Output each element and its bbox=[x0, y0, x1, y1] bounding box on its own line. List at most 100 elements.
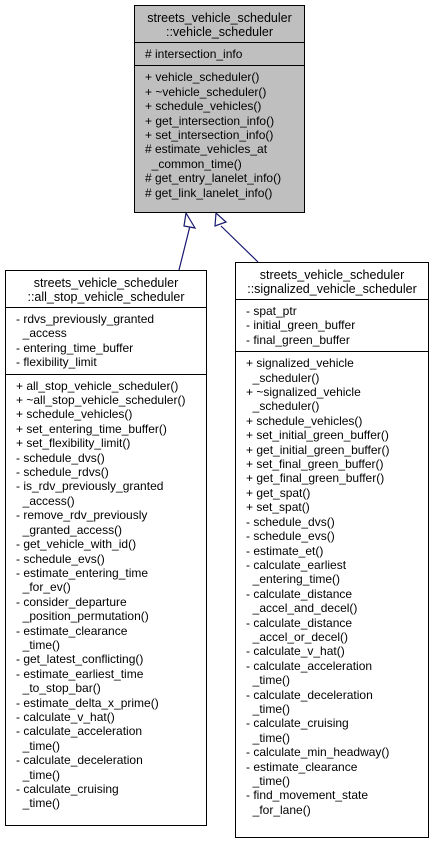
method: + set_intersection_info() bbox=[145, 128, 274, 143]
attribute-list: # intersection_info bbox=[135, 42, 304, 65]
attribute: - spat_ptr bbox=[246, 304, 297, 318]
class-namespace: streets_vehicle_scheduler bbox=[33, 276, 179, 290]
method: - find_movement_state bbox=[246, 788, 369, 803]
method: - estimate_earliest_time bbox=[16, 666, 144, 681]
method: - get_latest_conflicting() bbox=[16, 652, 144, 667]
method: _position_permutation() bbox=[16, 609, 149, 624]
method: # estimate_vehicles_at bbox=[145, 142, 268, 157]
method: _access() bbox=[16, 493, 75, 508]
method: _time() bbox=[246, 730, 291, 745]
method: _to_stop_bar() bbox=[16, 681, 101, 696]
method: # get_entry_lanelet_info() bbox=[145, 171, 282, 186]
method: - estimate_clearance bbox=[246, 759, 358, 774]
method-list: + signalized_vehicle _scheduler() + ~sig… bbox=[236, 351, 428, 821]
attribute: _access bbox=[16, 326, 67, 341]
method: + set_initial_green_buffer() bbox=[246, 428, 389, 443]
method: - is_rdv_previously_granted bbox=[16, 479, 164, 494]
method-list: + vehicle_scheduler() + ~vehicle_schedul… bbox=[135, 65, 304, 204]
method: + schedule_vehicles() bbox=[145, 99, 262, 114]
method: _for_ev() bbox=[16, 580, 71, 595]
method: _time() bbox=[16, 738, 61, 753]
attribute: - final_green_buffer bbox=[246, 332, 350, 347]
class-name: ::all_stop_vehicle_scheduler bbox=[27, 290, 185, 304]
class-vehicle-scheduler[interactable]: streets_vehicle_scheduler ::vehicle_sche… bbox=[134, 5, 305, 213]
method: _for_lane() bbox=[246, 802, 311, 817]
method: _granted_access() bbox=[16, 522, 123, 537]
method: + ~signalized_vehicle bbox=[246, 385, 361, 400]
edge-signalized-to-base bbox=[220, 225, 259, 263]
method: - calculate_cruising bbox=[246, 716, 349, 731]
method: _time() bbox=[246, 701, 291, 716]
attribute-list: - rdvs_previously_granted _access - ente… bbox=[6, 307, 206, 374]
method: _time() bbox=[246, 673, 291, 688]
method: # get_link_lanelet_info() bbox=[145, 185, 273, 200]
method: + set_spat() bbox=[246, 500, 310, 515]
method: - calculate_acceleration bbox=[246, 658, 373, 673]
method: - schedule_dvs() bbox=[16, 450, 105, 465]
method: + get_initial_green_buffer() bbox=[246, 442, 390, 457]
method: + ~all_stop_vehicle_scheduler() bbox=[16, 393, 186, 408]
method: _entering_time() bbox=[246, 572, 341, 587]
method: - consider_departure bbox=[16, 594, 127, 609]
method: _accel_and_decel() bbox=[246, 601, 358, 616]
attribute-list: - spat_ptr - initial_green_buffer - fina… bbox=[236, 299, 428, 351]
method: - estimate_delta_x_prime() bbox=[16, 695, 159, 710]
edge-all-stop-to-base bbox=[178, 225, 191, 271]
method: + signalized_vehicle bbox=[246, 356, 354, 371]
method: - schedule_evs() bbox=[246, 529, 335, 544]
method: + vehicle_scheduler() bbox=[145, 70, 260, 85]
method-list: + all_stop_vehicle_scheduler() + ~all_st… bbox=[6, 373, 206, 815]
method: _scheduler() bbox=[246, 399, 320, 414]
method: _time() bbox=[16, 767, 61, 782]
attribute: - rdvs_previously_granted bbox=[16, 312, 155, 326]
method: + set_flexibility_limit() bbox=[16, 436, 131, 451]
method: - get_vehicle_with_id() bbox=[16, 537, 137, 552]
method: - estimate_et() bbox=[246, 543, 324, 558]
method: + set_final_green_buffer() bbox=[246, 457, 384, 472]
method: + get_final_green_buffer() bbox=[246, 471, 385, 486]
method: _scheduler() bbox=[246, 370, 320, 385]
method: - schedule_rdvs() bbox=[16, 465, 109, 480]
method: - calculate_deceleration bbox=[246, 687, 373, 702]
class-namespace: streets_vehicle_scheduler bbox=[147, 11, 292, 25]
method: - remove_rdv_previously bbox=[16, 508, 148, 523]
class-name: ::signalized_vehicle_scheduler bbox=[247, 282, 417, 296]
method: + ~vehicle_scheduler() bbox=[145, 84, 267, 99]
arrowhead-signalized bbox=[214, 211, 228, 227]
method: - calculate_distance bbox=[246, 586, 353, 601]
attribute: - entering_time_buffer bbox=[16, 340, 134, 355]
method: - calculate_v_hat() bbox=[246, 644, 345, 659]
method: _common_time() bbox=[145, 156, 242, 171]
class-namespace: streets_vehicle_scheduler bbox=[259, 268, 405, 282]
class-all-stop-vehicle-scheduler[interactable]: streets_vehicle_scheduler ::all_stop_veh… bbox=[5, 270, 207, 826]
method: - schedule_dvs() bbox=[246, 514, 335, 529]
method: - calculate_distance bbox=[246, 615, 353, 630]
method: + get_intersection_info() bbox=[145, 113, 275, 128]
attribute: - flexibility_limit bbox=[16, 355, 97, 370]
method: + schedule_vehicles() bbox=[246, 413, 363, 428]
method: - calculate_min_headway() bbox=[246, 745, 390, 760]
method: _time() bbox=[16, 796, 61, 811]
arrowhead-all-stop bbox=[183, 211, 197, 229]
class-signalized-vehicle-scheduler[interactable]: streets_vehicle_scheduler ::signalized_v… bbox=[235, 262, 429, 838]
method: - calculate_earliest bbox=[246, 557, 347, 572]
method: - calculate_deceleration bbox=[16, 753, 143, 768]
method: + set_entering_time_buffer() bbox=[16, 421, 167, 436]
method: _time() bbox=[246, 774, 291, 788]
method: - schedule_evs() bbox=[16, 551, 105, 566]
method: - calculate_cruising bbox=[16, 782, 119, 796]
method: _time() bbox=[16, 637, 61, 652]
attribute: # intersection_info bbox=[145, 47, 243, 61]
method: - calculate_v_hat() bbox=[16, 709, 115, 724]
class-name: ::vehicle_scheduler bbox=[165, 25, 273, 39]
method: + get_spat() bbox=[246, 485, 311, 500]
attribute: - initial_green_buffer bbox=[246, 318, 356, 333]
class-title: streets_vehicle_scheduler ::all_stop_veh… bbox=[6, 271, 206, 307]
method: - estimate_entering_time bbox=[16, 565, 149, 580]
class-title: streets_vehicle_scheduler ::vehicle_sche… bbox=[135, 6, 304, 42]
method: + schedule_vehicles() bbox=[16, 407, 133, 422]
class-title: streets_vehicle_scheduler ::signalized_v… bbox=[236, 263, 428, 299]
method: - calculate_acceleration bbox=[16, 724, 143, 739]
method: _accel_or_decel() bbox=[246, 629, 349, 644]
